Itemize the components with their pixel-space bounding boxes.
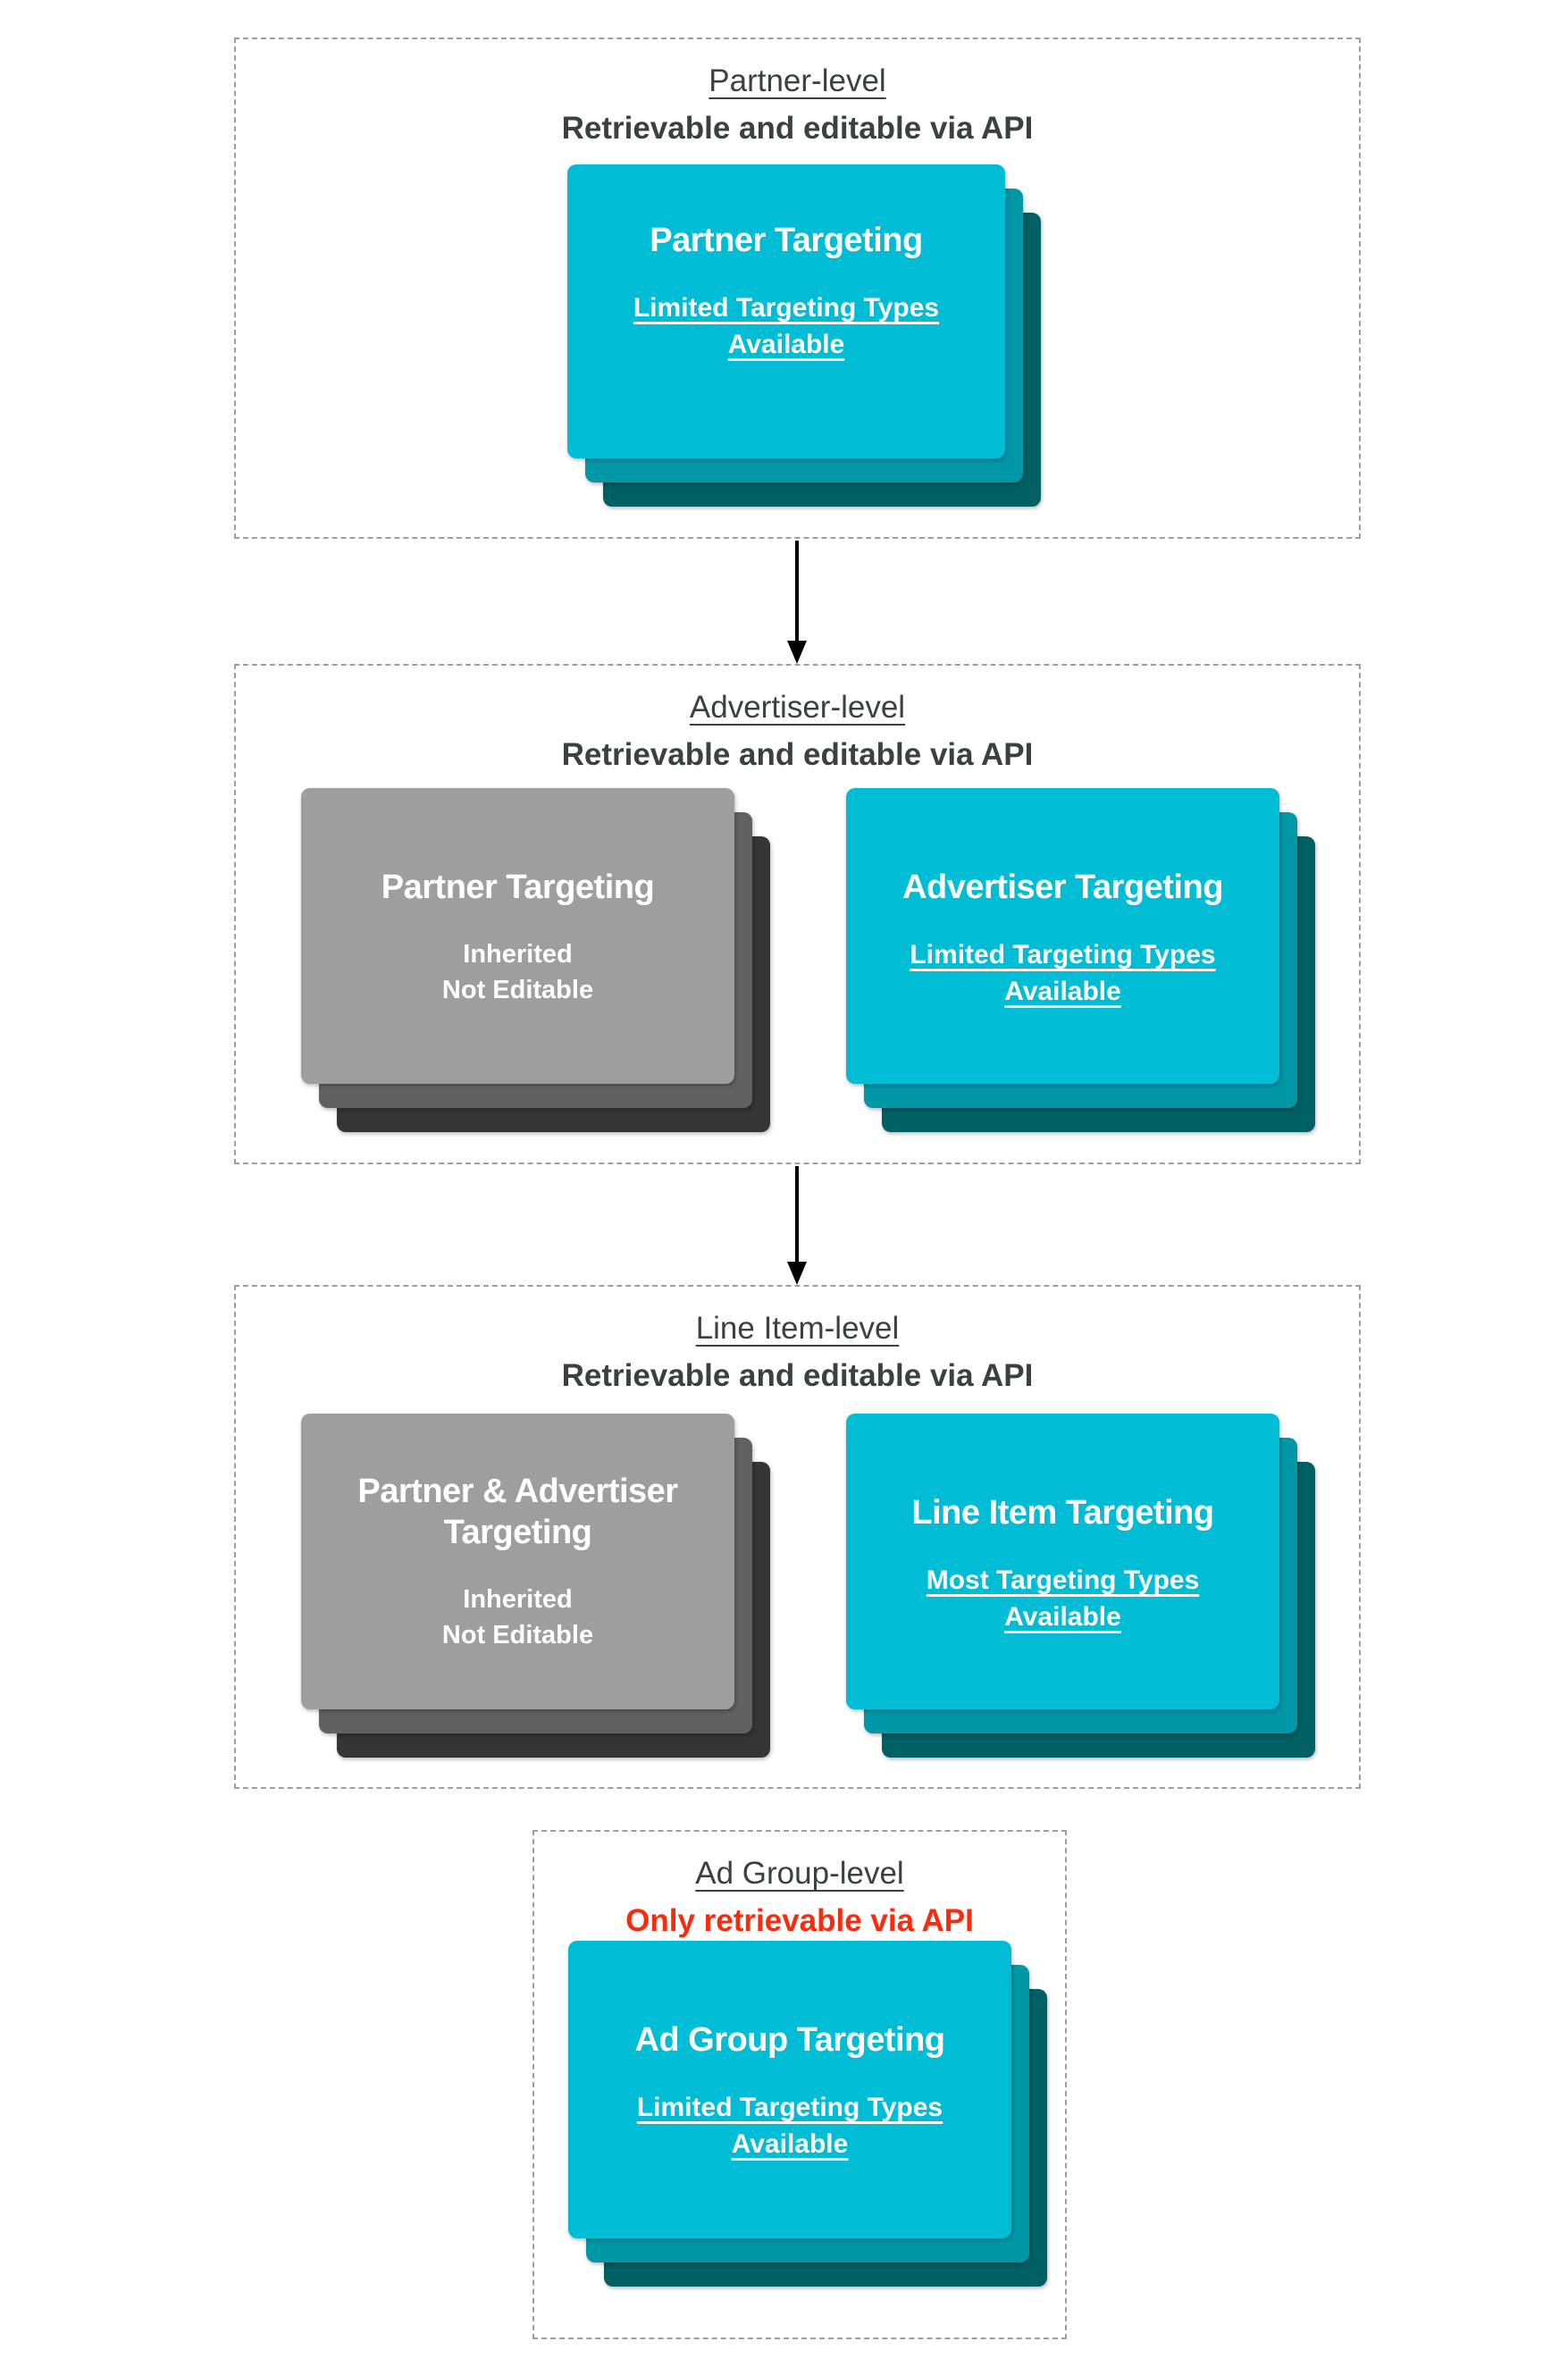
card-title: Line Item Targeting — [911, 1494, 1214, 1532]
section-subtitle: Retrievable and editable via API — [561, 1358, 1034, 1393]
card-stack-line-item-targeting: Line Item Targeting Most Targeting Types… — [846, 1414, 1315, 1758]
card-body-line: Inherited — [463, 1585, 573, 1614]
card-link-text: Limited Targeting Types Available — [910, 940, 1216, 1006]
section-subtitle: Retrievable and editable via API — [561, 737, 1034, 772]
card-title: Partner Targeting — [381, 869, 655, 906]
card-stack-inherited-partner-advertiser-targeting: Partner & Advertiser Targeting Inherited… — [301, 1414, 770, 1758]
card-title: Partner & Advertiser Targeting — [357, 1473, 678, 1551]
card-link-text: Most Targeting Types Available — [926, 1565, 1200, 1632]
section-title: Partner-level — [709, 63, 886, 98]
card-partner-targeting: Partner Targeting Limited Targeting Type… — [567, 164, 1005, 458]
section-title: Advertiser-level — [689, 690, 906, 725]
card-link-text: Limited Targeting Types Available — [633, 293, 940, 359]
card-advertiser-targeting: Advertiser Targeting Limited Targeting T… — [846, 788, 1279, 1084]
card-inherited-partner-targeting: Partner Targeting Inherited Not Editable — [301, 788, 734, 1084]
card-body-line: Not Editable — [441, 976, 594, 1004]
card-line-item-targeting: Line Item Targeting Most Targeting Types… — [846, 1414, 1279, 1709]
section-advertiser-level: Advertiser-level Retrievable and editabl… — [234, 664, 1361, 1164]
card-body: Inherited Not Editable — [326, 1582, 709, 1653]
card-body: Inherited Not Editable — [326, 936, 709, 1008]
card-title: Advertiser Targeting — [902, 869, 1223, 906]
section-title: Ad Group-level — [695, 1856, 904, 1891]
section-ad-group-level: Ad Group-level Only retrievable via API … — [532, 1830, 1067, 2339]
section-subtitle-alert: Only retrievable via API — [625, 1903, 974, 1938]
section-subtitle: Retrievable and editable via API — [561, 111, 1034, 146]
card-title: Partner Targeting — [650, 222, 923, 259]
card-stack-partner-targeting: Partner Targeting Limited Targeting Type… — [567, 164, 1041, 507]
flow-arrow-advertiser-to-line-item — [787, 1166, 807, 1285]
card-ad-group-targeting: Ad Group Targeting Limited Targeting Typ… — [568, 1941, 1011, 2238]
card-stack-advertiser-targeting: Advertiser Targeting Limited Targeting T… — [846, 788, 1315, 1132]
section-line-item-level: Line Item-level Retrievable and editable… — [234, 1285, 1361, 1789]
card-stack-ad-group-targeting: Ad Group Targeting Limited Targeting Typ… — [568, 1941, 1047, 2287]
card-title: Ad Group Targeting — [634, 2021, 945, 2059]
card-inherited-partner-advertiser-targeting: Partner & Advertiser Targeting Inherited… — [301, 1414, 734, 1709]
section-partner-level: Partner-level Retrievable and editable v… — [234, 38, 1361, 539]
card-link-text: Limited Targeting Types Available — [636, 2093, 943, 2159]
card-body-line: Not Editable — [441, 1621, 594, 1649]
card-stack-inherited-partner-targeting: Partner Targeting Inherited Not Editable — [301, 788, 770, 1132]
card-body-line: Inherited — [463, 940, 573, 969]
flow-arrow-partner-to-advertiser — [787, 541, 807, 664]
section-title: Line Item-level — [695, 1311, 900, 1346]
